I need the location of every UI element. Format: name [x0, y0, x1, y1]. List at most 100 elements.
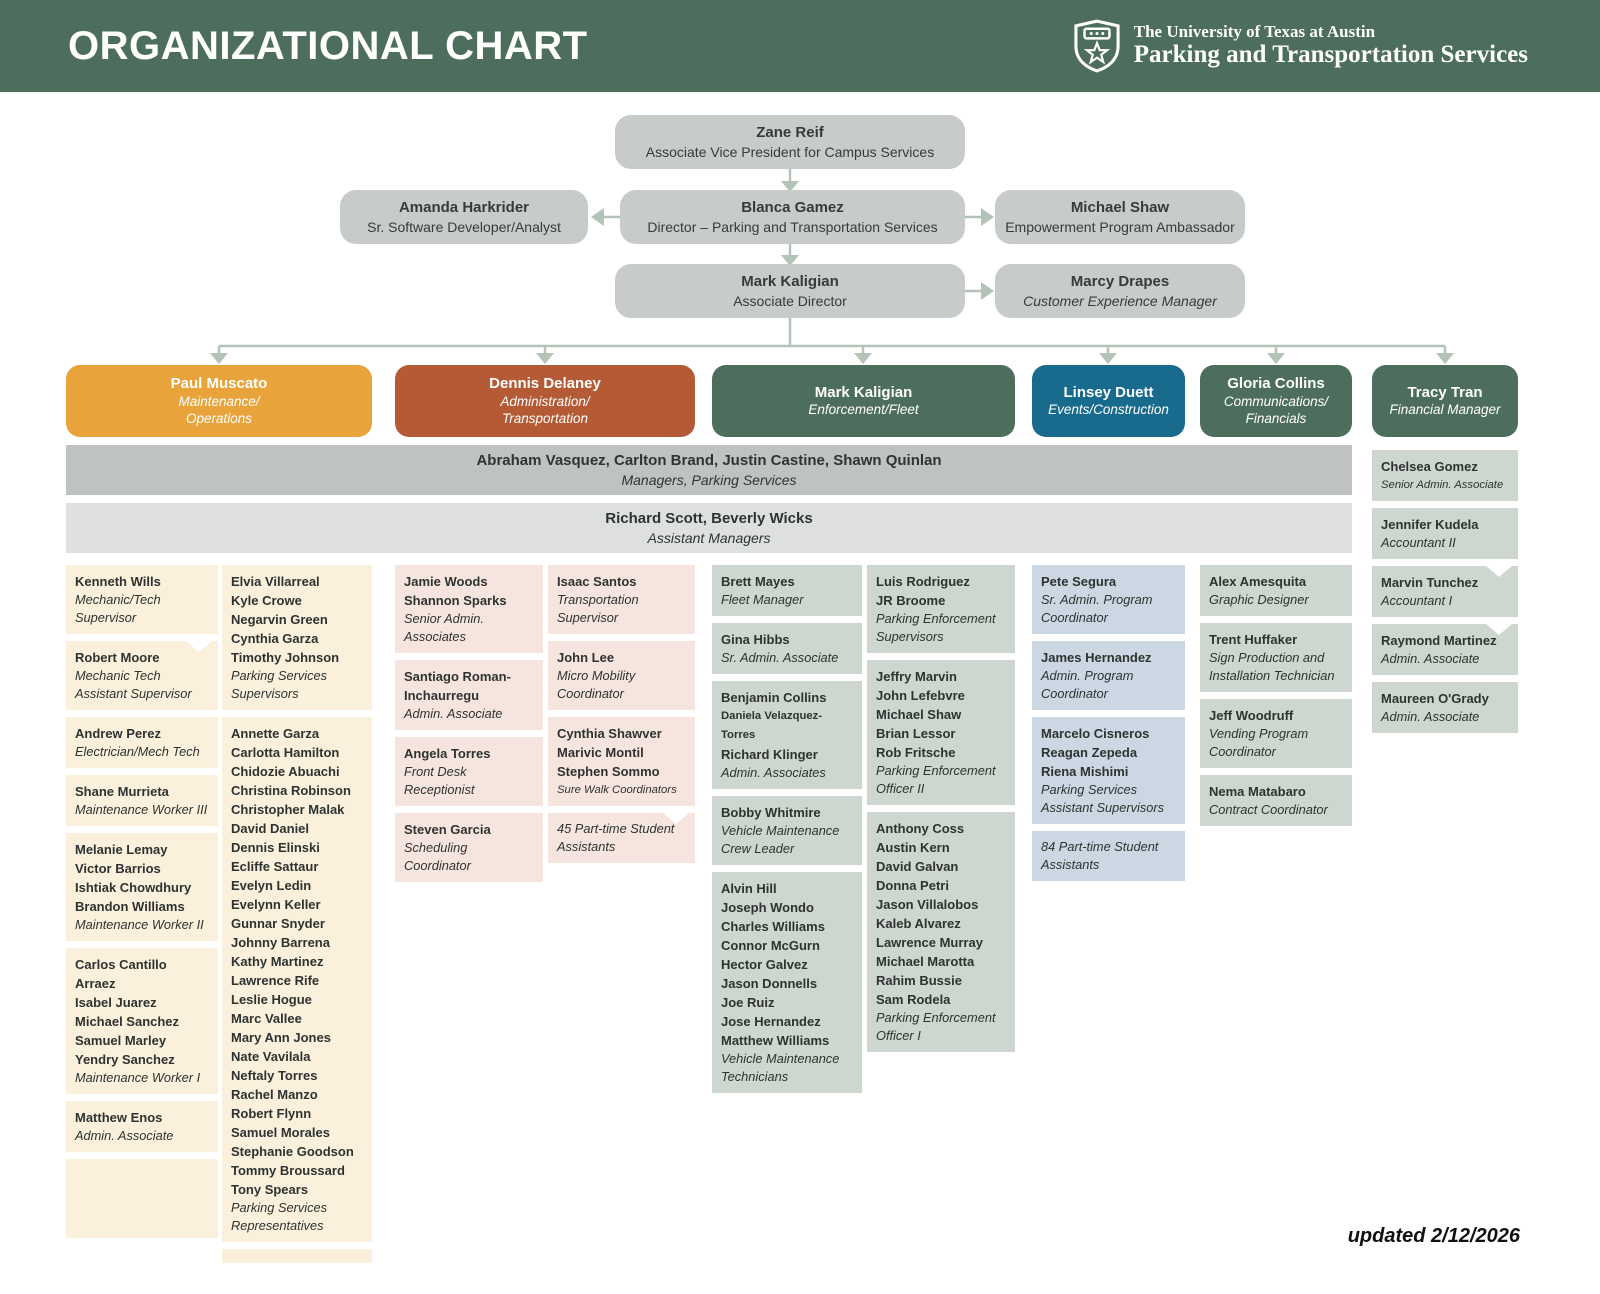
- staff-role: Admin. Associates: [721, 765, 826, 780]
- staff-name: Kyle Crowe: [231, 593, 302, 608]
- org-box-marcy-drapes: Marcy Drapes Customer Experience Manager: [995, 264, 1245, 318]
- staff-role: Transportation Supervisor: [557, 592, 639, 625]
- staff-name: Charles Williams: [721, 919, 825, 934]
- staff-role: Fleet Manager: [721, 592, 804, 607]
- staff-name: David Daniel: [231, 821, 310, 836]
- assistant-managers-bar: Richard Scott, Beverly Wicks Assistant M…: [66, 503, 1352, 553]
- staff-name: Rachel Manzo: [231, 1087, 318, 1102]
- staff-role: Maintenance Worker II: [75, 917, 204, 932]
- staff-name: Gunnar Snyder: [231, 916, 325, 931]
- staff-role: Accountant II: [1381, 535, 1456, 550]
- person-name: Blanca Gamez: [741, 199, 844, 217]
- staff-name: James Hernandez: [1041, 650, 1152, 665]
- staff-role: Mechanic Tech Assistant Supervisor: [75, 668, 192, 701]
- person-name: Mark Kaligian: [741, 273, 839, 291]
- staff-role: Sr. Admin. Associate: [721, 650, 839, 665]
- staff-role: Admin. Associate: [1381, 651, 1480, 666]
- staff-role: Senior Admin. Associates: [404, 611, 484, 644]
- staff-name: Raymond Martinez: [1381, 633, 1497, 648]
- staff-name: Neftaly Torres: [231, 1068, 318, 1083]
- staff-name: Matthew Williams: [721, 1033, 830, 1048]
- staff-name: Shannon Sparks: [404, 593, 507, 608]
- page-title: ORGANIZATIONAL CHART: [68, 23, 588, 68]
- dept-head-role: Administration/ Transportation: [500, 393, 590, 426]
- person-role: Director – Parking and Transportation Se…: [647, 218, 938, 235]
- staff-role: Parking Enforcement Officer I: [876, 1010, 996, 1043]
- staff-name: Shane Murrieta: [75, 784, 169, 799]
- staff-name: Daniela Velazquez-Torres: [721, 710, 823, 741]
- staff-role: Senior Admin. Associate: [1381, 479, 1504, 491]
- staff-name: Austin Kern: [876, 840, 950, 855]
- staff-name: Nate Vavilala: [231, 1049, 311, 1064]
- staff-name: Jamie Woods: [404, 574, 488, 589]
- person-role: Sr. Software Developer/Analyst: [367, 218, 561, 235]
- staff-name: Stephanie Goodson: [231, 1144, 354, 1159]
- staff-role: Graphic Designer: [1209, 592, 1309, 607]
- ut-shield-icon: [1074, 19, 1120, 73]
- staff-name: Jose Hernandez: [721, 1014, 821, 1029]
- staff-name: Tommy Broussard: [231, 1163, 345, 1178]
- staff-name: Negarvin Green: [231, 612, 328, 627]
- staff-role: Parking Services Assistant Supervisors: [1041, 782, 1165, 815]
- staff-role: Vehicle Maintenance Crew Leader: [721, 823, 840, 856]
- org-box-blanca-gamez: Blanca Gamez Director – Parking and Tran…: [620, 190, 965, 244]
- staff-name: Carlos Cantillo Arraez: [75, 957, 167, 991]
- person-name: Zane Reif: [756, 124, 824, 142]
- staff-role: Front Desk Receptionist: [404, 764, 475, 797]
- staff-name: Chelsea Gomez: [1381, 459, 1478, 474]
- staff-box: 45 Part-time Student Assistants: [548, 813, 695, 863]
- staff-name: Luis Rodriguez: [876, 574, 970, 589]
- staff-role: Sure Walk Coordinators: [557, 784, 677, 796]
- dept-head-role: Events/Construction: [1048, 402, 1169, 418]
- staff-name: Michael Marotta: [876, 954, 975, 969]
- staff-name: Anthony Coss: [876, 821, 965, 836]
- staff-name: Jason Villalobos: [876, 897, 979, 912]
- staff-name: Nema Matabaro: [1209, 784, 1306, 799]
- staff-name: Rahim Bussie: [876, 973, 962, 988]
- staff-name: Pete Segura: [1041, 574, 1117, 589]
- person-role: Customer Experience Manager: [1023, 292, 1217, 309]
- column-filler: [66, 1159, 218, 1238]
- dept-head-role: Enforcement/Fleet: [808, 402, 919, 418]
- dept-head-name: Linsey Duett: [1063, 383, 1154, 401]
- logo-text: The University of Texas at Austin Parkin…: [1134, 22, 1528, 70]
- org-box-mark-kaligian: Mark Kaligian Associate Director: [615, 264, 965, 318]
- staff-name: Alvin Hill: [721, 881, 777, 896]
- staff-role: Accountant I: [1381, 593, 1453, 608]
- staff-name: Matthew Enos: [75, 1110, 163, 1125]
- staff-name: John Lefebvre: [876, 688, 965, 703]
- staff-name: Evelyn Ledin: [231, 878, 312, 893]
- staff-role: Parking Services Representatives: [231, 1200, 328, 1233]
- staff-role: Vehicle Maintenance Technicians: [721, 1051, 840, 1084]
- dept-head-name: Paul Muscato: [170, 375, 268, 393]
- staff-name: Stephen Sommo: [557, 764, 660, 779]
- staff-name: Steven Garcia: [404, 822, 491, 837]
- staff-name: Michael Sanchez: [75, 1014, 180, 1029]
- staff-role: 84 Part-time Student Assistants: [1041, 839, 1159, 872]
- staff-name: Riena Mishimi: [1041, 764, 1129, 779]
